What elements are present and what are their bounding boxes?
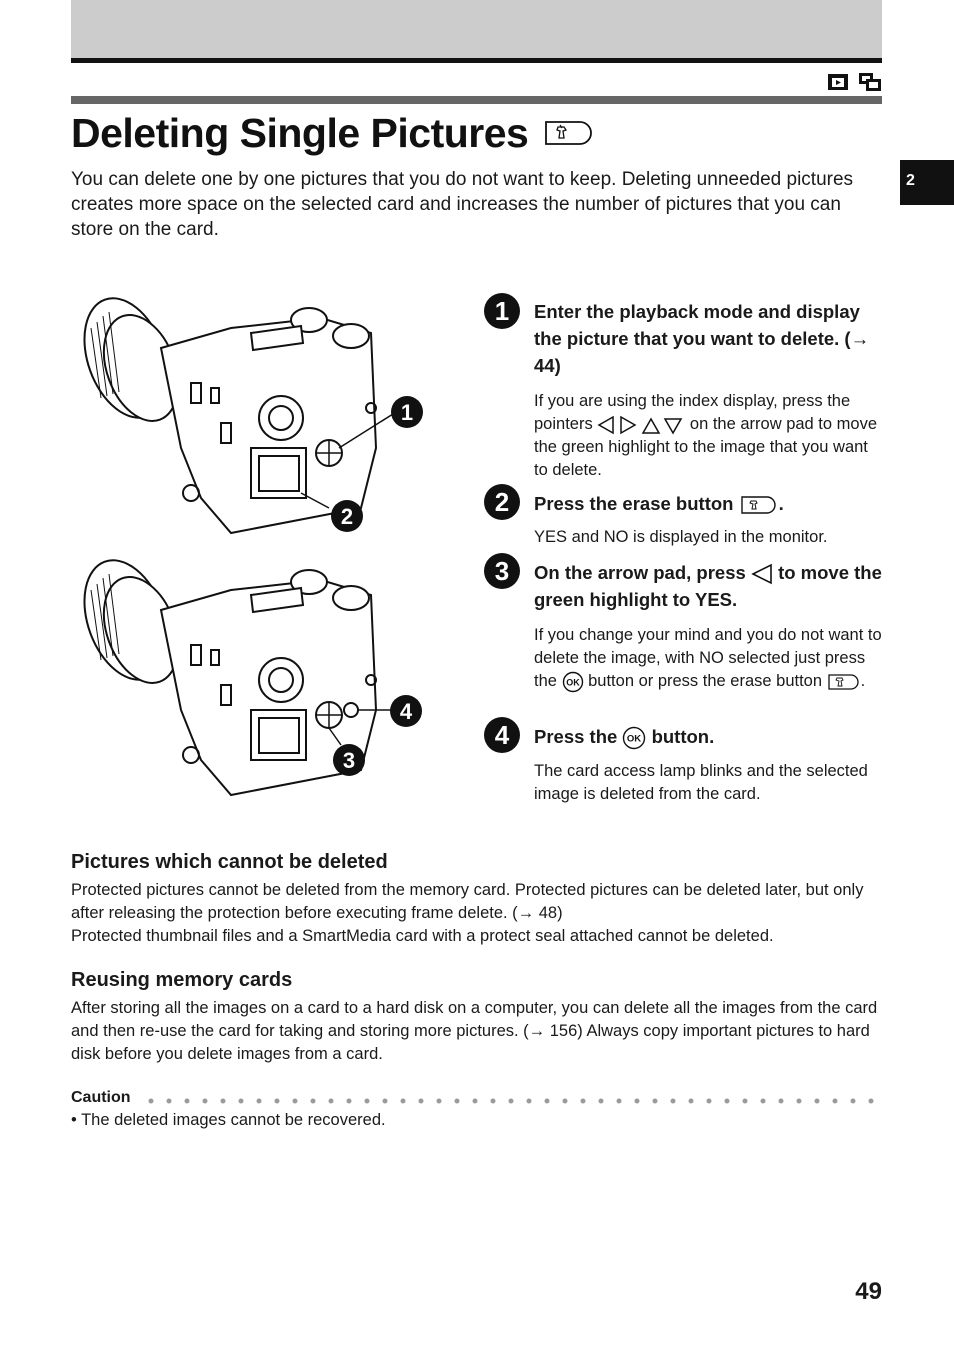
step-3-title-start: On the arrow pad, press — [534, 562, 746, 583]
section-paragraph: Protected pictures cannot be deleted fro… — [71, 881, 864, 922]
step-2-title-text: Press the erase button — [534, 493, 734, 514]
playback-mode-icon — [828, 74, 848, 90]
section-body-reusing: After storing all the images on a card t… — [71, 997, 886, 1066]
step-1-body-start: If you are using the index display, pres… — [534, 392, 851, 433]
callout-1: 1 — [391, 396, 423, 428]
left-arrow-icon — [751, 563, 772, 585]
step-3-title-end: to move the green highlight to YES. — [534, 562, 882, 610]
callout-2: 2 — [331, 500, 363, 532]
callout-4: 4 — [390, 695, 422, 727]
section-paragraph: After storing all the images on a card t… — [71, 999, 878, 1063]
caution-dotted-rule — [148, 1098, 882, 1104]
svg-text:OK: OK — [627, 734, 641, 745]
step-4-title-start: Press the — [534, 726, 618, 747]
step-4-title-end: button. — [651, 726, 715, 747]
step-3-body-end: . — [860, 672, 866, 690]
caution-item: • The deleted images cannot be recovered… — [71, 1111, 386, 1129]
step-3-title: On the arrow pad, press to move the gree… — [534, 559, 884, 613]
page-title-text: Deleting Single Pictures — [71, 110, 529, 156]
section-heading-reusing: Reusing memory cards — [71, 969, 293, 991]
step-3-body: If you change your mind and you do not w… — [534, 624, 884, 693]
step-number-2: 2 — [484, 484, 520, 520]
svg-text:1: 1 — [401, 400, 413, 425]
section-body-protected: Protected pictures cannot be deleted fro… — [71, 879, 886, 948]
page-title: Deleting Single Pictures — [71, 108, 594, 158]
index-display-icon — [859, 73, 881, 91]
step-3-body-start: If you change your mind and you do not w… — [534, 626, 882, 690]
step-2-title: Press the erase button . — [534, 490, 884, 517]
header-band — [71, 0, 882, 58]
erase-button-icon — [542, 108, 594, 158]
caution-heading: Caution — [71, 1089, 131, 1106]
ok-button-icon: OK — [562, 671, 583, 692]
svg-text:3: 3 — [343, 748, 355, 773]
camera-illustration-top: 1 2 — [83, 297, 423, 535]
step-1-title: Enter the playback mode and display the … — [534, 301, 870, 376]
step-number-4: 4 — [484, 717, 520, 753]
chapter-tab: 2 — [900, 160, 954, 205]
step-3-body-middle: button or press the erase button — [588, 672, 823, 690]
step-1-body: If you are using the index display, pres… — [534, 390, 884, 482]
page-number: 49 — [855, 1278, 882, 1305]
step-2-body: YES and NO is displayed in the monitor. — [534, 528, 828, 546]
svg-text:2: 2 — [495, 487, 509, 517]
step-2-title-end: . — [778, 493, 784, 514]
section-heading-protected: Pictures which cannot be deleted — [71, 851, 388, 873]
svg-text:1: 1 — [495, 296, 509, 326]
step-4-body: The card access lamp blinks and the sele… — [534, 762, 868, 803]
intro-paragraph: You can delete one by one pictures that … — [71, 169, 854, 240]
mode-icons — [828, 73, 881, 91]
step-1-body-end: on the arrow pad to move the green highl… — [534, 415, 877, 479]
svg-text:4: 4 — [400, 699, 413, 724]
arrow-pointers-icon — [597, 415, 683, 435]
step-number-1: 1 — [484, 293, 520, 329]
ok-button-icon: OK — [623, 726, 646, 750]
section-paragraph: Protected thumbnail files and a SmartMed… — [71, 927, 774, 945]
erase-button-icon — [827, 673, 859, 690]
svg-text:3: 3 — [495, 556, 509, 586]
camera-illustration-bottom: 4 3 — [83, 559, 422, 797]
erase-button-icon — [740, 496, 776, 514]
callout-3: 3 — [333, 744, 365, 776]
title-rule — [71, 96, 882, 104]
header-rule — [71, 58, 882, 63]
step-4-title: Press the OK button. — [534, 723, 884, 750]
step-number-3: 3 — [484, 553, 520, 589]
svg-text:OK: OK — [566, 677, 580, 687]
svg-text:4: 4 — [495, 720, 510, 750]
svg-text:2: 2 — [341, 504, 353, 529]
